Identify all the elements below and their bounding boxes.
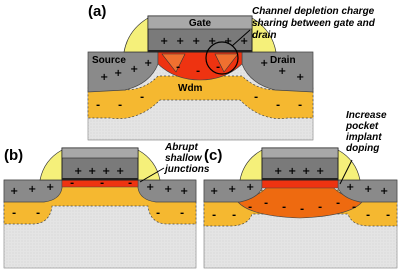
annotation-line-1: Abrupt (164, 142, 198, 153)
annotation-line-4: doping (346, 143, 379, 154)
annotation-line-2: sharing between gate and (252, 18, 376, 29)
left-spacer (39, 149, 63, 181)
negative-charge-symbol: - (212, 210, 216, 221)
positive-charge-symbol: + (10, 186, 18, 197)
positive-charge-symbol: + (224, 36, 232, 47)
positive-charge-symbol: + (296, 72, 304, 83)
wdm-label: Wdm (178, 83, 203, 94)
depletion-region (87, 75, 314, 119)
left-spacer (239, 149, 263, 181)
negative-charge-symbol: - (70, 178, 74, 189)
positive-charge-symbol: + (288, 166, 296, 177)
source-charge-triangle (161, 53, 186, 73)
positive-charge-symbol: + (130, 64, 138, 75)
source-region (3, 179, 63, 203)
channel-depletion (261, 179, 339, 189)
negative-charge-symbol: - (100, 178, 104, 189)
negative-charge-symbol: - (216, 62, 220, 73)
annotation-line-1: Increase (346, 110, 387, 121)
negative-charge-symbol: - (298, 100, 302, 111)
positive-charge-symbol: + (246, 182, 254, 193)
annotation-line-1: Channel depletion charge (252, 6, 375, 17)
positive-charge-symbol: + (46, 182, 54, 193)
depletion-region (3, 185, 197, 225)
positive-charge-symbol: + (176, 36, 184, 47)
negative-charge-symbol: - (276, 100, 280, 111)
panel-tag-a: (a) (88, 3, 106, 20)
right-spacer (137, 149, 161, 181)
positive-charge-symbol: + (316, 166, 324, 177)
drain-charge-triangle (214, 53, 239, 73)
positive-charge-symbol: + (144, 58, 152, 69)
negative-charge-symbol: - (128, 178, 132, 189)
positive-charge-symbol: + (260, 58, 268, 69)
positive-charge-symbol: + (364, 184, 372, 195)
annotation-line-2: shallow (165, 153, 203, 164)
negative-charge-symbol: - (176, 62, 180, 73)
positive-charge-symbol: + (240, 36, 248, 47)
panel-a: Gate Source Drain Wdm Channel depletion … (87, 3, 376, 141)
negative-charge-symbol: - (248, 202, 252, 213)
positive-charge-symbol: + (74, 166, 82, 177)
positive-charge-symbol: + (116, 166, 124, 177)
negative-charge-symbol: - (232, 210, 236, 221)
positive-charge-symbol: + (210, 186, 218, 197)
positive-charge-symbol: + (114, 68, 122, 79)
positive-charge-symbol: + (302, 166, 310, 177)
positive-charge-symbol: + (102, 166, 110, 177)
panel-c: Increase pocket implant doping (c) + + +… (203, 110, 398, 269)
negative-charge-symbol: - (386, 210, 390, 221)
negative-charge-symbol: - (282, 202, 286, 213)
annotation-line-3: junctions (163, 164, 210, 175)
positive-charge-symbol: + (146, 182, 154, 193)
positive-charge-symbol: + (274, 166, 282, 177)
source-label: Source (92, 55, 126, 66)
negative-charge-symbol: - (12, 208, 16, 219)
negative-charge-symbol: - (156, 208, 160, 219)
positive-charge-symbol: + (180, 186, 188, 197)
positive-charge-symbol: + (160, 36, 168, 47)
panel-tag-b: (b) (4, 147, 23, 164)
drain-region (137, 179, 197, 203)
drain-label: Drain (270, 55, 296, 66)
negative-charge-symbol: - (96, 100, 100, 111)
positive-charge-symbol: + (208, 36, 216, 47)
negative-charge-symbol: - (300, 204, 304, 215)
annotation-line-3: drain (252, 30, 276, 41)
negative-charge-symbol: - (180, 208, 184, 219)
negative-charge-symbol: - (264, 198, 268, 209)
positive-charge-symbol: + (88, 166, 96, 177)
left-spacer (123, 17, 149, 53)
negative-charge-symbol: - (140, 92, 144, 103)
negative-charge-symbol: - (366, 210, 370, 221)
negative-charge-symbol: - (36, 208, 40, 219)
positive-charge-symbol: + (100, 72, 108, 83)
annotation-line-3: implant (346, 132, 382, 143)
charge-sharing-circle (205, 41, 239, 75)
negative-charge-symbol: - (336, 198, 340, 209)
positive-charge-symbol: + (380, 186, 388, 197)
panel-tag-c: (c) (204, 147, 222, 164)
gate-label: Gate (189, 18, 212, 29)
positive-charge-symbol: + (278, 66, 286, 77)
panel-b: Abrupt shallow junctions (b) + + + + + +… (3, 142, 210, 269)
positive-charge-symbol: + (228, 184, 236, 195)
negative-charge-symbol: - (352, 202, 356, 213)
negative-charge-symbol: - (254, 92, 258, 103)
annotation-line-2: pocket (345, 121, 379, 132)
positive-charge-symbol: + (164, 184, 172, 195)
positive-charge-symbol: + (346, 182, 354, 193)
negative-charge-symbol: - (196, 66, 200, 77)
positive-charge-symbol: + (192, 36, 200, 47)
negative-charge-symbol: - (318, 202, 322, 213)
negative-charge-symbol: - (118, 100, 122, 111)
positive-charge-symbol: + (28, 184, 36, 195)
